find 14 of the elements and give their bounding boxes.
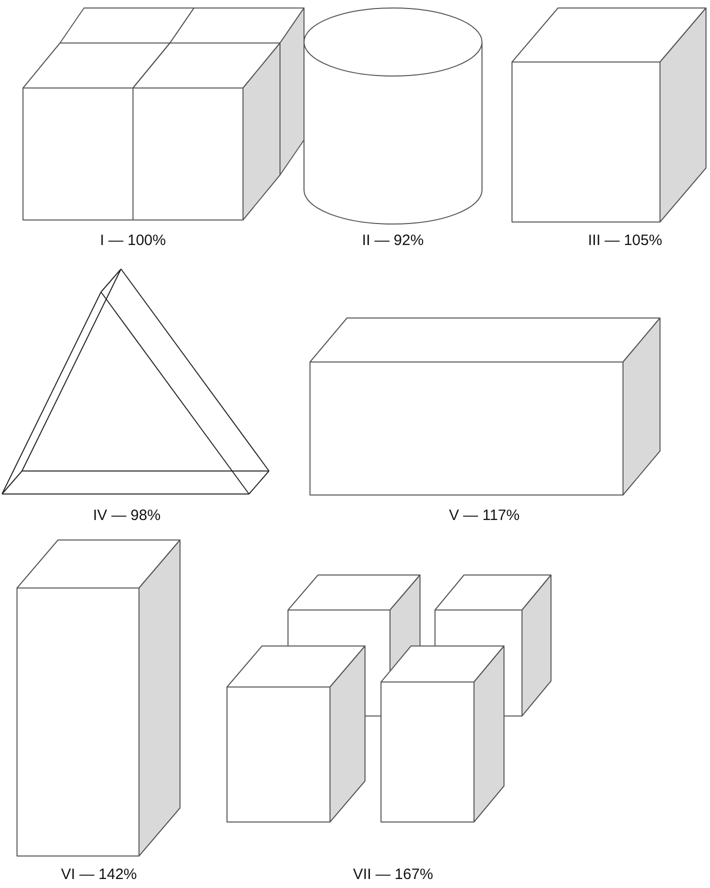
figure-caption: VI — 142% — [61, 866, 137, 884]
figure-caption: IV — 98% — [93, 507, 161, 525]
figure-caption: I — 100% — [100, 232, 166, 250]
figure-caption: VII — 167% — [353, 866, 434, 884]
figure-caption: III — 105% — [588, 232, 662, 250]
cube-block-drawing — [22, 7, 305, 221]
tall-cuboid-drawing — [16, 539, 181, 857]
cuboid-drawing — [309, 317, 660, 496]
cube-group-drawing — [226, 574, 553, 823]
triangular-prism-drawing — [1, 268, 270, 495]
figure-caption: V — 117% — [449, 507, 520, 525]
cube-drawing — [511, 7, 707, 223]
cylinder-drawing — [303, 7, 483, 225]
figure-caption: II — 92% — [362, 232, 424, 250]
